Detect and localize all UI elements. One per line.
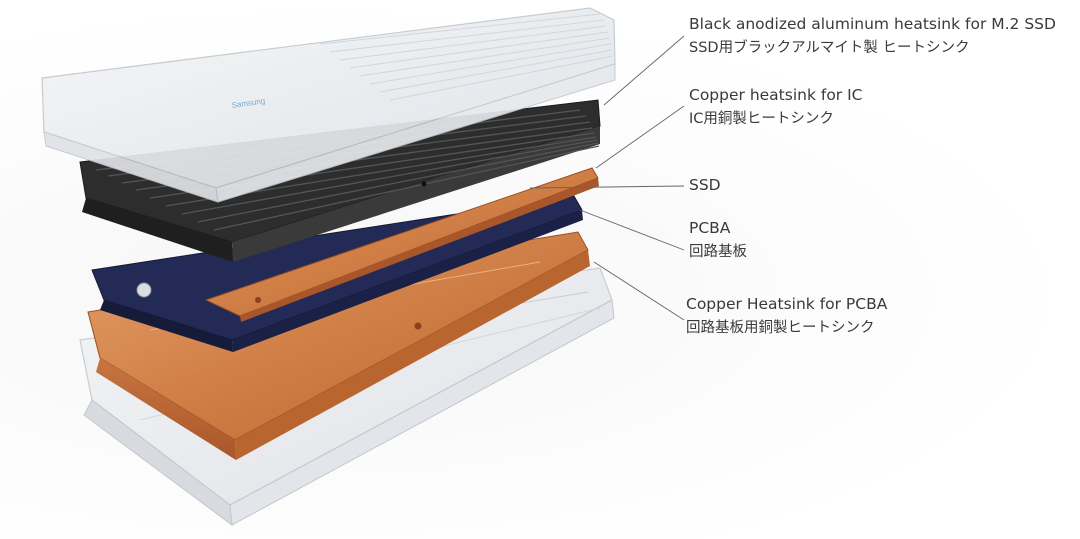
label-copper-ic-heatsink: Copper heatsink for IC IC用銅製ヒートシンク xyxy=(689,83,863,131)
clear-top-cover: Samsung xyxy=(41,7,616,203)
label-ja: SSD用ブラックアルマイト製 ヒートシンク xyxy=(689,40,970,56)
black-aluminum-heatsink xyxy=(79,99,601,262)
label-en: Copper Heatsink for PCBA xyxy=(686,295,888,313)
label-en: Black anodized aluminum heatsink for M.2… xyxy=(689,15,1056,33)
label-ja: 回路基板用銅製ヒートシンク xyxy=(686,320,875,336)
label-ja: IC用銅製ヒートシンク xyxy=(689,111,834,127)
label-ja: 回路基板 xyxy=(689,244,747,260)
label-pcba: PCBA 回路基板 xyxy=(689,216,747,264)
label-en: SSD xyxy=(689,176,721,194)
label-ssd: SSD xyxy=(689,173,721,197)
leader-lines xyxy=(529,35,685,321)
label-en: PCBA xyxy=(689,219,731,237)
label-copper-pcba-heatsink: Copper Heatsink for PCBA 回路基板用銅製ヒートシンク xyxy=(686,292,887,340)
copper-pcba-heatsink xyxy=(87,231,590,460)
label-aluminum-heatsink: Black anodized aluminum heatsink for M.2… xyxy=(689,12,1056,60)
copper-ic-heatsink xyxy=(204,167,599,322)
label-en: Copper heatsink for IC xyxy=(689,86,863,104)
